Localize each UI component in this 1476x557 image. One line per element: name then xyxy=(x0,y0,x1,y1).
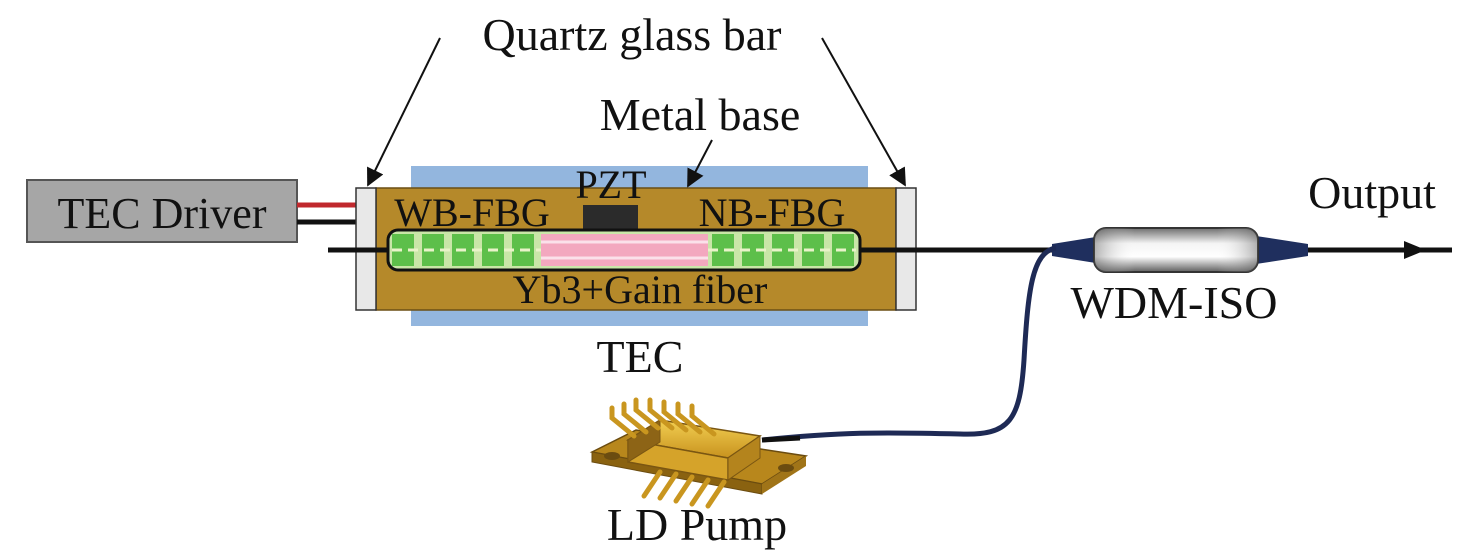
metal-base-label: Metal base xyxy=(600,89,801,140)
tec-driver-label: TEC Driver xyxy=(58,189,267,238)
quartz-left-pointer xyxy=(367,37,441,187)
fiber-capsule xyxy=(386,228,862,272)
wdm-iso xyxy=(1052,227,1308,273)
ld-pump-package xyxy=(589,397,809,509)
output-arrow xyxy=(1404,241,1426,259)
pzt-block xyxy=(583,205,638,233)
quartz-glass-bar-label: Quartz glass bar xyxy=(483,9,782,60)
tec-label: TEC xyxy=(597,331,684,382)
ld-pump-label: LD Pump xyxy=(607,499,787,550)
driver-wires xyxy=(297,202,357,225)
nb-fbg-label: NB-FBG xyxy=(699,190,846,235)
wdm-left-taper xyxy=(1052,236,1102,264)
annotation-arrows xyxy=(367,37,906,188)
wdm-right-taper xyxy=(1256,236,1308,264)
wb-fbg-label: WB-FBG xyxy=(394,190,550,235)
wdm-iso-label: WDM-ISO xyxy=(1071,277,1278,328)
tec-driver: TEC Driver xyxy=(26,179,298,243)
output-label: Output xyxy=(1308,167,1436,218)
metal-base-pointer xyxy=(687,139,713,188)
tec-driver-box xyxy=(26,179,298,243)
quartz-right-pointer xyxy=(821,37,906,187)
pump-fiber xyxy=(761,245,1057,443)
pzt-label: PZT xyxy=(575,162,646,207)
gain-fiber-label: Yb3+Gain fiber xyxy=(513,267,768,312)
gain-fiber-section xyxy=(541,234,708,266)
